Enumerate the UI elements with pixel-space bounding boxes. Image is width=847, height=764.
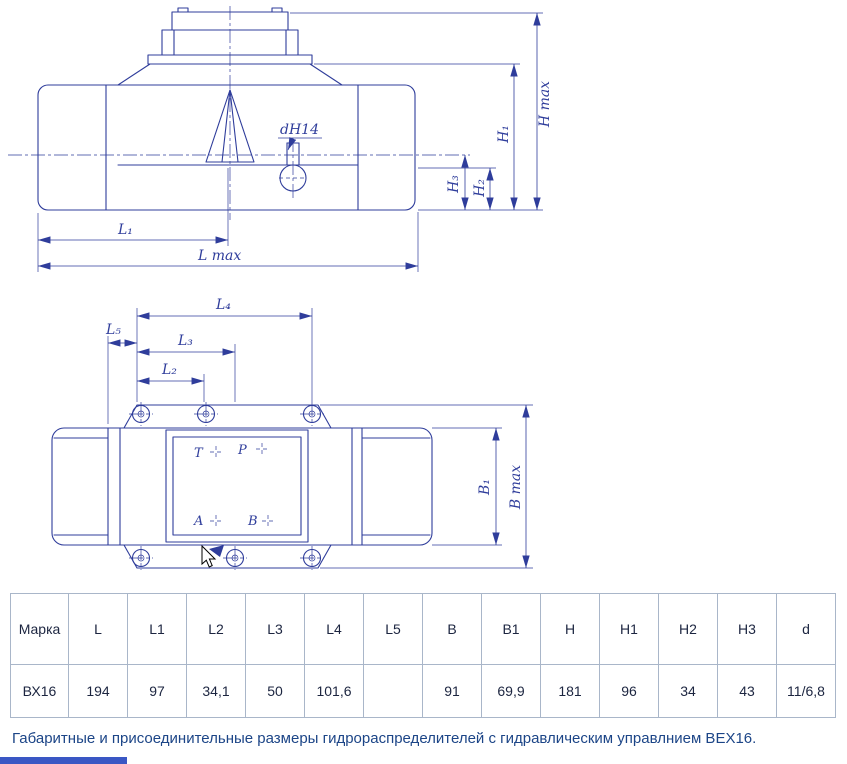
cell-h2: 34 bbox=[658, 664, 718, 718]
header-l5: L5 bbox=[363, 593, 423, 665]
side-view-dimensions bbox=[38, 13, 541, 270]
table-row: ВХ16 194 97 34,1 50 101,6 91 69,9 181 96… bbox=[10, 664, 836, 718]
table-header-row: Марка L L1 L2 L3 L4 L5 B B1 H H1 H2 H3 d bbox=[10, 593, 836, 665]
header-d: d bbox=[776, 593, 836, 665]
port-label-a: A bbox=[193, 514, 203, 529]
header-l1: L1 bbox=[127, 593, 187, 665]
dim-label-h1: H₁ bbox=[496, 125, 512, 144]
cell-l2: 34,1 bbox=[186, 664, 246, 718]
cell-l5 bbox=[363, 664, 423, 718]
dim-label-l-max: L max bbox=[197, 248, 241, 264]
cell-b1: 69,9 bbox=[481, 664, 541, 718]
dim-label-l2: L₂ bbox=[161, 362, 177, 378]
bottom-bar bbox=[0, 757, 127, 764]
header-h1: H1 bbox=[599, 593, 659, 665]
dim-label-l3: L₃ bbox=[177, 333, 193, 349]
header-l: L bbox=[68, 593, 128, 665]
dim-label-l5: L₅ bbox=[105, 322, 121, 338]
header-b1: B1 bbox=[481, 593, 541, 665]
dim-label-b1: B₁ bbox=[477, 479, 493, 496]
cell-l1: 97 bbox=[127, 664, 187, 718]
dim-label-d-hole: dН14 bbox=[280, 122, 319, 138]
technical-drawing: L₁ L max dН14 H₃ H₂ H₁ H max bbox=[8, 6, 553, 570]
port-label-t: T bbox=[194, 446, 204, 461]
mouse-cursor-icon bbox=[201, 544, 217, 568]
section-arrow bbox=[209, 545, 224, 557]
cell-marka: ВХ16 bbox=[10, 664, 69, 718]
dim-label-l4: L₄ bbox=[215, 297, 231, 313]
top-view-extension-lines bbox=[107, 308, 533, 569]
cell-l3: 50 bbox=[245, 664, 305, 718]
header-b: B bbox=[422, 593, 482, 665]
cell-l4: 101,6 bbox=[304, 664, 364, 718]
header-l2: L2 bbox=[186, 593, 246, 665]
caption-text: Габаритные и присоединительные размеры г… bbox=[12, 730, 757, 747]
side-view: L₁ L max dН14 H₃ H₂ H₁ H max bbox=[8, 6, 553, 272]
top-view-dimensions bbox=[108, 312, 530, 568]
cell-d: 11/6,8 bbox=[776, 664, 836, 718]
port-label-b: B bbox=[247, 514, 258, 529]
side-view-extension-lines bbox=[37, 12, 543, 272]
top-view-body bbox=[51, 404, 433, 569]
header-h2: H2 bbox=[658, 593, 718, 665]
cell-h3: 43 bbox=[717, 664, 777, 718]
header-h3: H3 bbox=[717, 593, 777, 665]
bolt-holes bbox=[129, 402, 324, 570]
cell-h: 181 bbox=[540, 664, 600, 718]
dim-label-b-max: B max bbox=[508, 465, 524, 510]
header-l3: L3 bbox=[245, 593, 305, 665]
port-cross-marks bbox=[210, 443, 274, 527]
top-view: T P A B L₄ L₅ L₃ L₂ B₁ bbox=[51, 297, 533, 570]
dimensions-table: Марка L L1 L2 L3 L4 L5 B B1 H H1 H2 H3 d… bbox=[10, 593, 836, 718]
header-marka: Марка bbox=[10, 593, 69, 665]
cell-h1: 96 bbox=[599, 664, 659, 718]
cell-l: 194 bbox=[68, 664, 128, 718]
cell-b: 91 bbox=[422, 664, 482, 718]
dim-label-h3: H₃ bbox=[446, 175, 462, 194]
dim-label-h2: H₂ bbox=[472, 179, 488, 198]
header-l4: L4 bbox=[304, 593, 364, 665]
dim-label-h-max: H max bbox=[537, 81, 553, 128]
side-view-body bbox=[37, 7, 416, 211]
dim-label-l1: L₁ bbox=[117, 222, 133, 238]
header-h: H bbox=[540, 593, 600, 665]
port-label-p: P bbox=[237, 443, 247, 458]
